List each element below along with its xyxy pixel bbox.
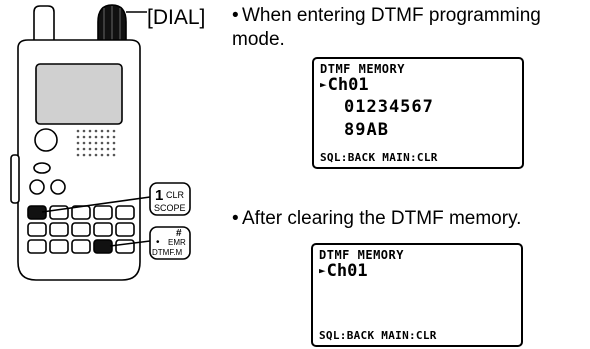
key-1-scope-label: SCOPE (154, 203, 186, 213)
key-hash-symbol: # (176, 228, 182, 239)
lcd-digits-line-1: 01234567 (344, 97, 434, 117)
bullet-text: After clearing the DTMF memory. (242, 208, 522, 229)
lcd-channel: Ch01 (327, 75, 369, 95)
lcd-header: DTMF MEMORY (320, 62, 405, 76)
lcd-digits-line-2: 89AB (344, 120, 389, 140)
bullet-entering-dtmf-programming: •When entering DTMF programming mode. (232, 4, 587, 52)
lcd-channel-row: ►Ch01 (320, 75, 369, 95)
lcd-channel-row: ►Ch01 (319, 261, 368, 281)
lcd-screen-programming: DTMF MEMORY ►Ch01 01234567 89AB SQL:BACK… (312, 57, 524, 169)
lcd-header: DTMF MEMORY (319, 248, 404, 262)
bullet-after-clearing: •After clearing the DTMF memory. (232, 207, 587, 231)
dial-label: [DIAL] (147, 6, 206, 29)
channel-pointer-triangle-icon: ► (320, 78, 327, 91)
key-1-number: 1 (155, 187, 163, 204)
lcd-screen-cleared: DTMF MEMORY ►Ch01 SQL:BACK MAIN:CLR (311, 243, 523, 347)
channel-pointer-triangle-icon: ► (319, 264, 326, 277)
bullet-marker: • (232, 5, 239, 26)
lcd-footer: SQL:BACK MAIN:CLR (320, 151, 438, 164)
key-hash-emr-dtmf: # • EMR DTMF.M (152, 228, 186, 257)
key-1-clr-label: CLR (166, 190, 185, 200)
lcd-channel: Ch01 (326, 261, 368, 281)
key-hash-emr-label: EMR (168, 238, 186, 247)
lcd-footer: SQL:BACK MAIN:CLR (319, 329, 437, 342)
radio-transceiver-illustration: 1 CLR SCOPE # • EMR DTMF.M (10, 4, 191, 281)
bullet-text: When entering DTMF programming mode. (232, 5, 541, 50)
bullet-marker: • (232, 208, 239, 229)
key-hash-dot: • (156, 237, 160, 248)
key-hash-dtmf-label: DTMF.M (152, 248, 183, 257)
key-1-clr-scope: 1 CLR SCOPE (154, 187, 186, 213)
